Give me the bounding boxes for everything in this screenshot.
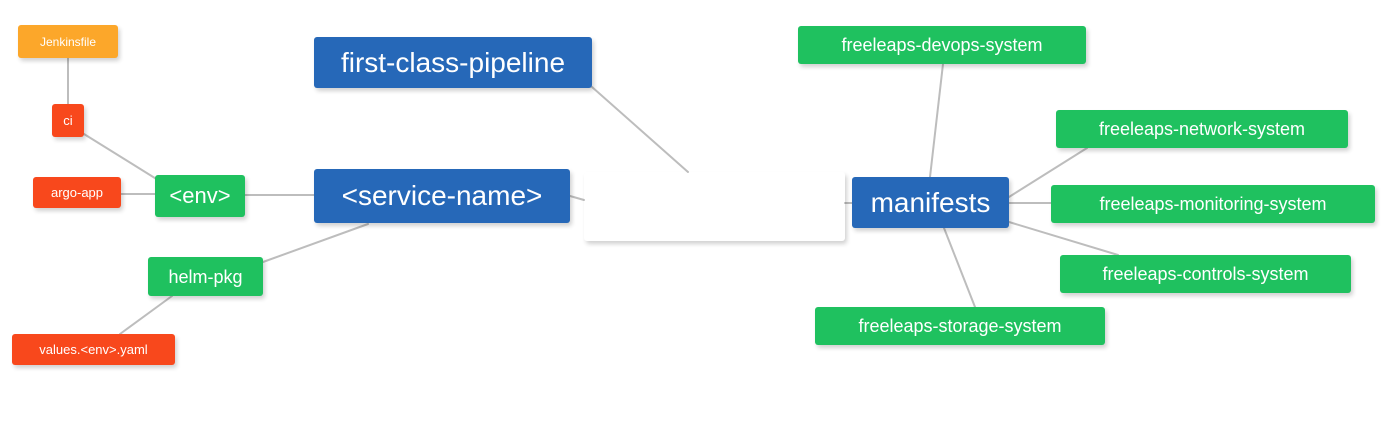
edge-manifests-to-freeleaps-storage-system [943, 227, 976, 308]
node-label-helm-pkg: helm-pkg [168, 266, 243, 287]
node-freeleaps-network-system[interactable]: freeleaps-network-system [1056, 110, 1348, 148]
node-freeleaps-devops-system[interactable]: freeleaps-devops-system [798, 26, 1086, 64]
edge-manifests-to-freeleaps-devops-system [929, 63, 944, 178]
node-jenkinsfile[interactable]: Jenkinsfile [18, 25, 118, 58]
node-label-argo-app: argo-app [50, 185, 104, 200]
node-service-name[interactable]: <service-name> [314, 169, 570, 223]
node-label-ci: ci [63, 113, 73, 128]
edge-first-class-pipeline-to-freeleaps-ops [591, 86, 689, 173]
edge-helm-pkg-to-service-name [262, 223, 369, 263]
edge-ci-to-env [83, 133, 159, 181]
node-label-first-class-pipeline: first-class-pipeline [340, 46, 566, 78]
node-label-freeleaps-controls-system: freeleaps-controls-system [1102, 264, 1309, 284]
edge-service-name-to-freeleaps-ops [569, 195, 585, 201]
node-label-env: <env> [169, 183, 231, 208]
node-label-manifests: manifests [870, 186, 991, 218]
node-env[interactable]: <env> [155, 175, 245, 217]
node-freeleaps-controls-system[interactable]: freeleaps-controls-system [1060, 255, 1351, 293]
node-manifests[interactable]: manifests [852, 177, 1009, 228]
node-freeleaps-monitoring-system[interactable]: freeleaps-monitoring-system [1051, 185, 1375, 223]
edge-values-yaml-to-helm-pkg [119, 295, 173, 335]
node-label-freeleaps-network-system: freeleaps-network-system [1098, 119, 1306, 139]
node-helm-pkg[interactable]: helm-pkg [148, 257, 263, 296]
node-label-values-yaml: values.<env>.yaml [39, 342, 148, 357]
node-label-freeleaps-devops-system: freeleaps-devops-system [841, 35, 1043, 55]
node-freeleaps-storage-system[interactable]: freeleaps-storage-system [815, 307, 1105, 345]
node-label-freeleaps-monitoring-system: freeleaps-monitoring-system [1099, 194, 1327, 214]
node-label-service-name: <service-name> [341, 180, 543, 211]
edge-manifests-to-freeleaps-controls-system [1008, 221, 1119, 256]
node-label-freeleaps-ops: freeleaps-ops [611, 187, 818, 226]
node-label-jenkinsfile: Jenkinsfile [39, 34, 97, 49]
node-values-yaml[interactable]: values.<env>.yaml [12, 334, 175, 365]
node-ci[interactable]: ci [52, 104, 84, 137]
node-label-freeleaps-storage-system: freeleaps-storage-system [858, 316, 1062, 336]
node-freeleaps-ops[interactable]: freeleaps-ops [584, 172, 845, 241]
node-first-class-pipeline[interactable]: first-class-pipeline [314, 37, 592, 88]
node-argo-app[interactable]: argo-app [33, 177, 121, 208]
